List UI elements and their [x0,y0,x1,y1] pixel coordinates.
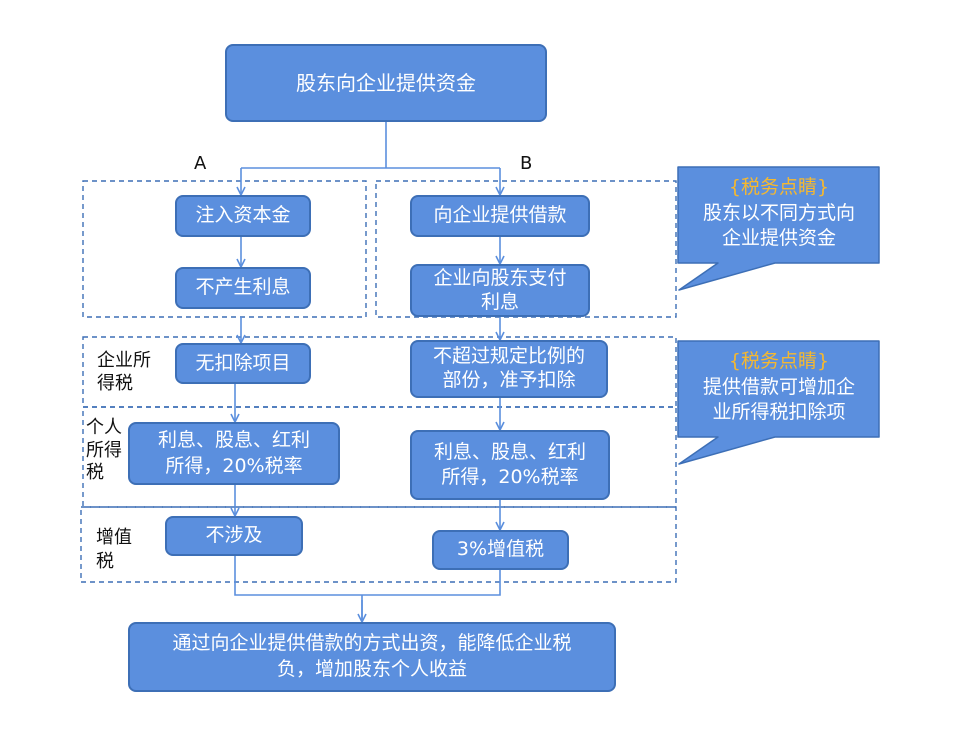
row-label-personal-tax: 个人 所得 税 [86,417,122,483]
conclusion-box: 通过向企业提供借款的方式出资，能降低企业税 负，增加股东个人收益 [128,622,616,692]
region-corporate-tax [82,336,677,408]
b-vat-box: 3%增值税 [432,530,569,570]
row-label-corporate-tax: 企业所 得税 [97,350,151,395]
callout-2-text: {税务点睛} 提供借款可增加企 业所得税扣除项 [681,349,877,426]
pay-interest-box: 企业向股东支付 利息 [410,264,590,317]
no-deduction-box: 无扣除项目 [175,343,311,384]
no-interest-box: 不产生利息 [175,267,311,309]
top-box-label: 股东向企业提供资金 [296,70,476,95]
callout-bubble-1 [677,166,880,291]
callout-bubble-2 [677,340,880,465]
a-personal-tax-box: 利息、股息、红利 所得，20%税率 [128,422,340,485]
provide-loan-box: 向企业提供借款 [410,195,590,237]
deduction-box: 不超过规定比例的 部份，准予扣除 [410,340,608,398]
callout-1-text: {税务点睛} 股东以不同方式向 企业提供资金 [681,175,877,252]
region-vat [80,506,677,583]
callout-2-tag: {税务点睛} [728,350,830,372]
a-vat-box: 不涉及 [165,516,303,556]
branch-a-label: A [194,153,207,174]
region-personal-tax [82,406,677,508]
row-label-vat: 增值 税 [96,527,132,573]
top-box-shareholder-funding: 股东向企业提供资金 [225,44,547,122]
connector-top-split [241,122,500,169]
region-b-investment [375,180,677,318]
b-personal-tax-box: 利息、股息、红利 所得，20%税率 [410,430,610,500]
inject-capital-box: 注入资本金 [175,195,311,237]
branch-b-label: B [520,153,533,174]
callout-1-tag: {税务点睛} [728,176,830,198]
region-a-investment [82,180,367,318]
